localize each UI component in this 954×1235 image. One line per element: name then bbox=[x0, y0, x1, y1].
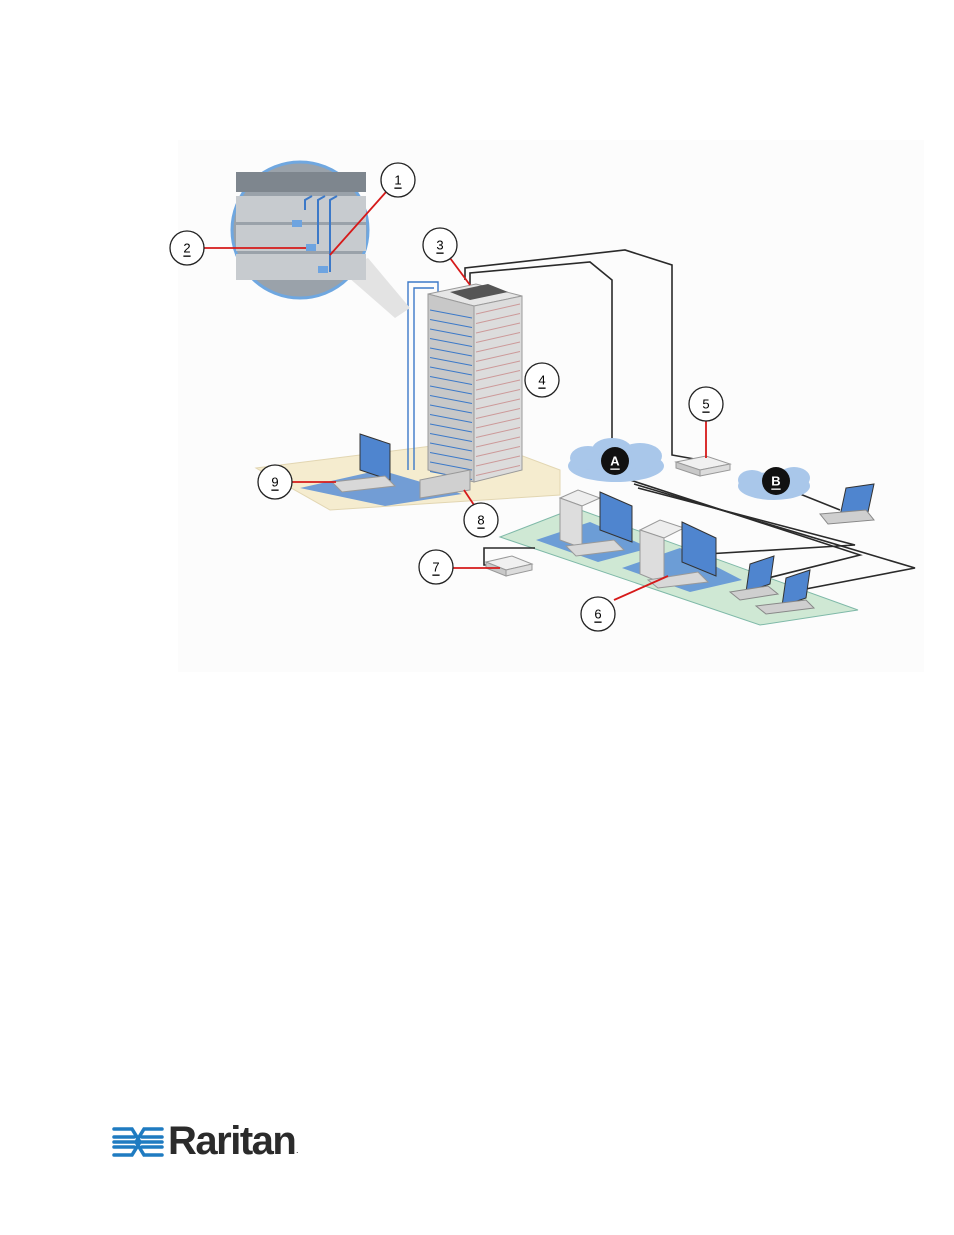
cloud-b-label: B bbox=[771, 474, 780, 489]
callout-4-label: 4 bbox=[538, 373, 545, 388]
cloud-a-label: A bbox=[610, 454, 620, 469]
kvm-network-diagram: A B 1 2 3 4 5 6 bbox=[0, 0, 954, 700]
brand-reg-mark: . bbox=[296, 1145, 299, 1155]
callout-2-label: 2 bbox=[183, 241, 190, 256]
callout-4: 4 bbox=[525, 363, 559, 397]
callout-3-label: 3 bbox=[436, 238, 443, 253]
callout-9-label: 9 bbox=[271, 475, 278, 490]
callout-7: 7 bbox=[419, 550, 453, 584]
callout-2: 2 bbox=[170, 231, 204, 265]
brand-wordmark: Raritan bbox=[168, 1118, 295, 1164]
callout-1-label: 1 bbox=[394, 173, 401, 188]
server-rack bbox=[420, 284, 522, 498]
callout-5-label: 5 bbox=[702, 397, 709, 412]
callout-6: 6 bbox=[581, 597, 615, 631]
zoom-detail bbox=[236, 172, 366, 280]
callout-8-label: 8 bbox=[477, 513, 484, 528]
callout-1: 1 bbox=[381, 163, 415, 197]
callout-5: 5 bbox=[689, 387, 723, 421]
cloud-b: B bbox=[738, 467, 810, 500]
callout-8: 8 bbox=[464, 503, 498, 537]
callout-6-label: 6 bbox=[594, 607, 601, 622]
callout-7-label: 7 bbox=[432, 560, 439, 575]
callout-3: 3 bbox=[423, 228, 457, 262]
callout-9: 9 bbox=[258, 465, 292, 499]
